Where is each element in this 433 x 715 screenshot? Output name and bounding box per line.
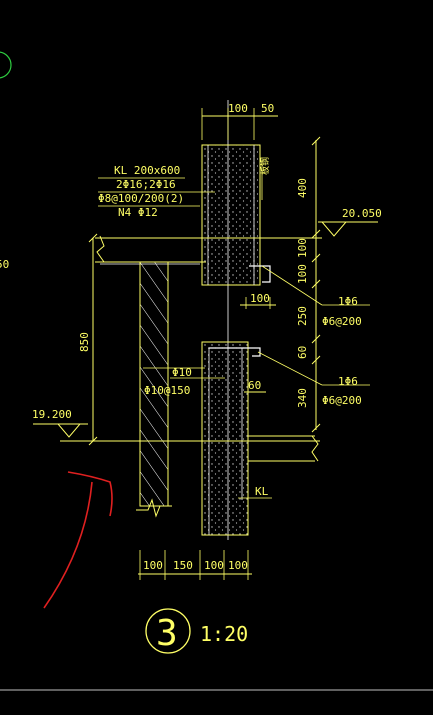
label-kl: KL <box>255 485 269 498</box>
dim-top-50: 50 <box>261 102 274 115</box>
rebar-note-b: Φ10@150 <box>144 384 190 397</box>
elevation-cut: 50 <box>0 258 9 271</box>
elevation-top: 20.050 <box>342 207 382 220</box>
dim-bottom-100a: 100 <box>143 559 163 572</box>
dim-mid-100: 100 <box>250 292 270 305</box>
elevation-left: 19.200 <box>32 408 72 421</box>
callout1-b: Φ6@200 <box>322 315 362 328</box>
detail-number: 3 <box>156 613 178 654</box>
dim-right-60: 60 <box>296 346 309 359</box>
callout1-a: 1Φ6 <box>338 295 358 308</box>
callout2-a: 1Φ6 <box>338 375 358 388</box>
dim-bottom-150: 150 <box>173 559 193 572</box>
beam-note-line2: 2Φ16;2Φ16 <box>116 178 176 191</box>
red-markup-stroke <box>43 471 113 609</box>
callout2-b: Φ6@200 <box>322 394 362 407</box>
dim-60: 60 <box>248 379 261 392</box>
dim-right-100b: 100 <box>296 264 309 284</box>
green-marker-circle <box>0 51 12 79</box>
dim-right-340: 340 <box>296 388 309 408</box>
detail-scale: 1:20 <box>200 622 248 646</box>
dim-left-850: 850 <box>78 332 91 352</box>
brick-column <box>139 261 169 507</box>
beam-note-line3: Φ8@100/200(2) <box>98 192 184 205</box>
dim-right-250: 250 <box>296 306 309 326</box>
detail-number-circle <box>145 608 191 654</box>
beam-note-line1: KL 200x600 <box>114 164 180 177</box>
dim-right-400: 400 <box>296 178 309 198</box>
slab-note: 板钢 <box>259 157 271 175</box>
beam-note-line4: N4 Φ12 <box>118 206 158 219</box>
dim-bottom-100c: 100 <box>228 559 248 572</box>
dim-bottom-100b: 100 <box>204 559 224 572</box>
upper-wall-section <box>201 144 261 286</box>
lower-wall-section <box>201 341 249 536</box>
rebar-note-a: Φ10 <box>172 366 192 379</box>
dim-right-100a: 100 <box>296 238 309 258</box>
dim-top-100: 100 <box>228 102 248 115</box>
